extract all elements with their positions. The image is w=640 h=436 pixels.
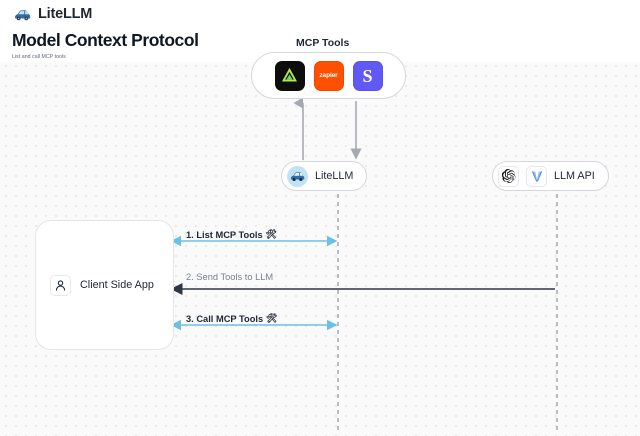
openai-icon — [498, 165, 519, 187]
user-icon — [50, 274, 71, 296]
mcp-tools-group-label: MCP Tools — [296, 37, 350, 49]
mcp-tools-group[interactable]: zapier S — [251, 52, 406, 99]
litellm-car-logo-icon — [14, 8, 31, 21]
brand-header: LiteLLM — [0, 0, 640, 28]
edge-label-list-mcp-tools-text: 1. List MCP Tools — [186, 229, 263, 240]
edge-label-call-mcp-tools-text: 3. Call MCP Tools — [186, 313, 264, 324]
litellm-avatar-icon — [287, 165, 308, 187]
brand-name: LiteLLM — [38, 6, 93, 22]
page-subtitle: List and call MCP tools — [12, 54, 66, 60]
node-litellm[interactable]: LiteLLM — [281, 161, 368, 191]
edge-label-send-tools-to-llm-text: 2. Send Tools to LLM — [186, 272, 274, 282]
vertex-ai-icon — [526, 165, 547, 187]
supabase-tool-icon[interactable]: S — [352, 60, 383, 91]
node-client-side-app-label: Client Side App — [80, 279, 154, 291]
supabase-tool-label: S — [362, 65, 373, 86]
node-llm-api-label: LLM API — [554, 170, 595, 182]
zapier-tool-icon[interactable]: zapier — [313, 60, 344, 91]
edge-label-list-mcp-tools: 1. List MCP Tools 🛠 — [186, 229, 277, 240]
node-client-side-app[interactable]: Client Side App — [35, 220, 174, 350]
node-litellm-label: LiteLLM — [315, 170, 354, 182]
page-title: Model Context Protocol — [12, 30, 199, 50]
tools-icon: 🛠 — [265, 229, 278, 239]
node-llm-api[interactable]: LLM API — [492, 161, 609, 191]
apify-tool-icon[interactable] — [274, 60, 305, 91]
zapier-tool-label: zapier — [319, 72, 338, 79]
edge-label-send-tools-to-llm: 2. Send Tools to LLM — [186, 272, 273, 282]
edge-label-call-mcp-tools: 3. Call MCP Tools 🛠 — [186, 313, 278, 324]
tools-icon: 🛠 — [266, 313, 278, 323]
